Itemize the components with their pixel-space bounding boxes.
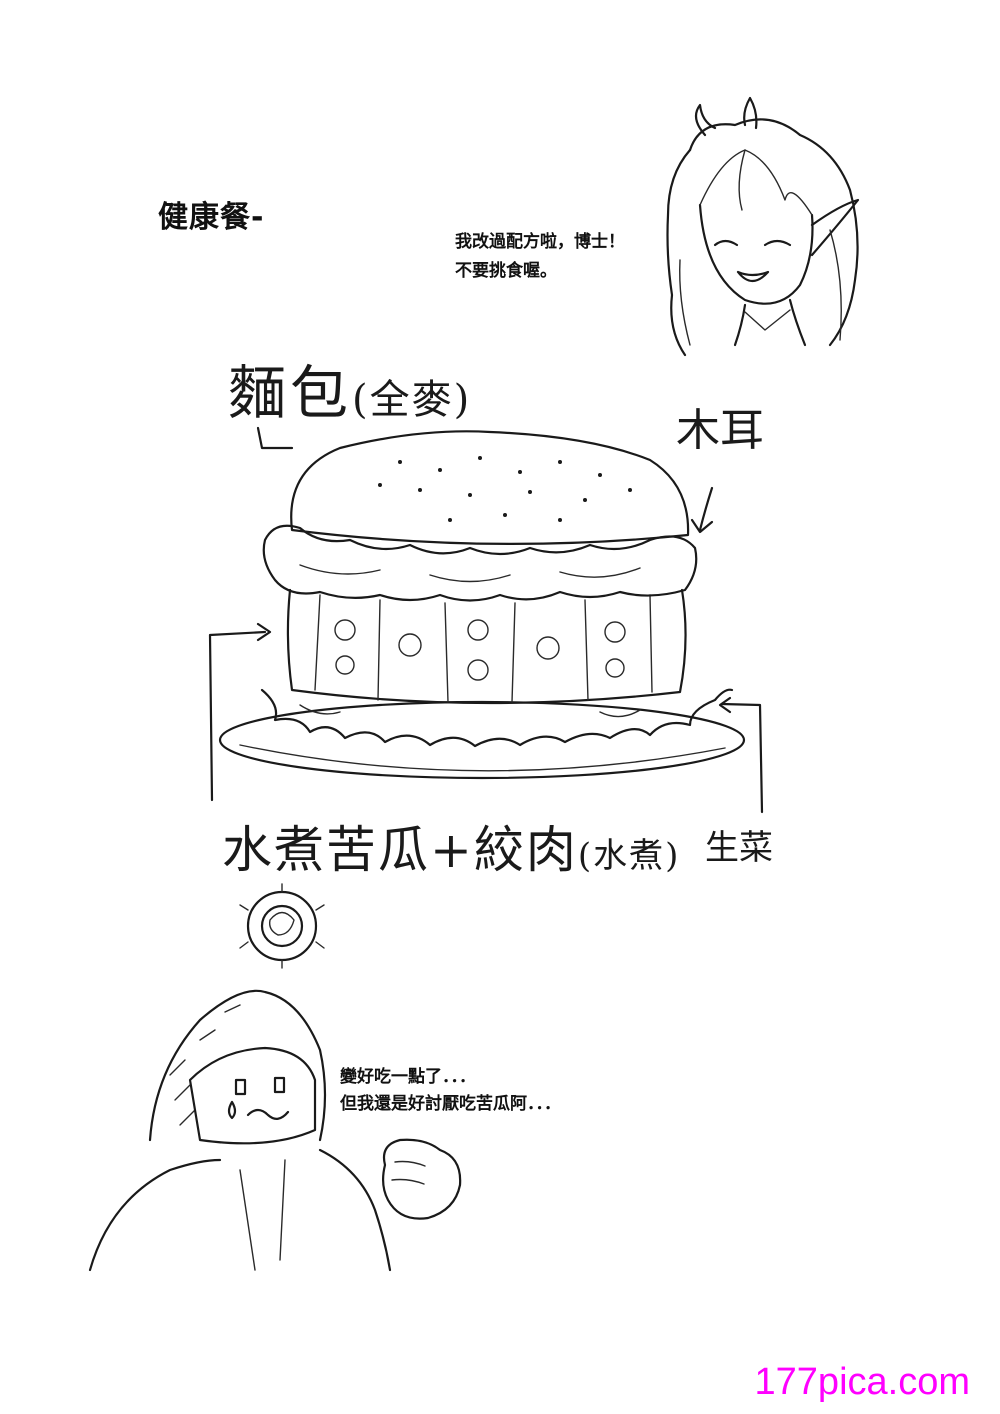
doctor-character-drawing <box>88 989 462 1272</box>
girl-speech: 我改過配方啦，博士！ 不要挑食喔。 <box>455 228 625 286</box>
bread-note: (全麥) <box>352 377 472 423</box>
girl-speech-line-1: 我改過配方啦，博士！ <box>455 232 625 252</box>
page-title: 健康餐- <box>158 200 265 235</box>
annotation-lines <box>208 426 764 814</box>
filling-note: (水煮) <box>577 836 681 876</box>
doctor-speech-line-2: 但我還是好討厭吃苦瓜阿．．． <box>340 1094 561 1114</box>
girl-character-drawing <box>666 96 860 357</box>
filling-label-text: 水煮苦瓜+絞肉 <box>222 821 578 879</box>
bread-label-text: 麵包 <box>228 359 353 427</box>
bitter-melon-slice-drawing <box>239 883 325 969</box>
burger-drawing <box>218 430 746 780</box>
bread-label: 麵包(全麥) <box>228 346 471 430</box>
girl-speech-line-2: 不要挑食喔。 <box>455 261 557 281</box>
filling-label: 水煮苦瓜+絞肉(水煮) <box>222 810 680 882</box>
lettuce-label: 生菜 <box>705 828 773 868</box>
watermark-text: 177pica.com <box>754 1361 970 1403</box>
doctor-speech-line-1: 變好吃一點了．．． <box>340 1067 476 1087</box>
doctor-speech: 變好吃一點了．．． 但我還是好討厭吃苦瓜阿．．． <box>340 1064 561 1118</box>
mushroom-label: 木耳 <box>676 405 764 456</box>
